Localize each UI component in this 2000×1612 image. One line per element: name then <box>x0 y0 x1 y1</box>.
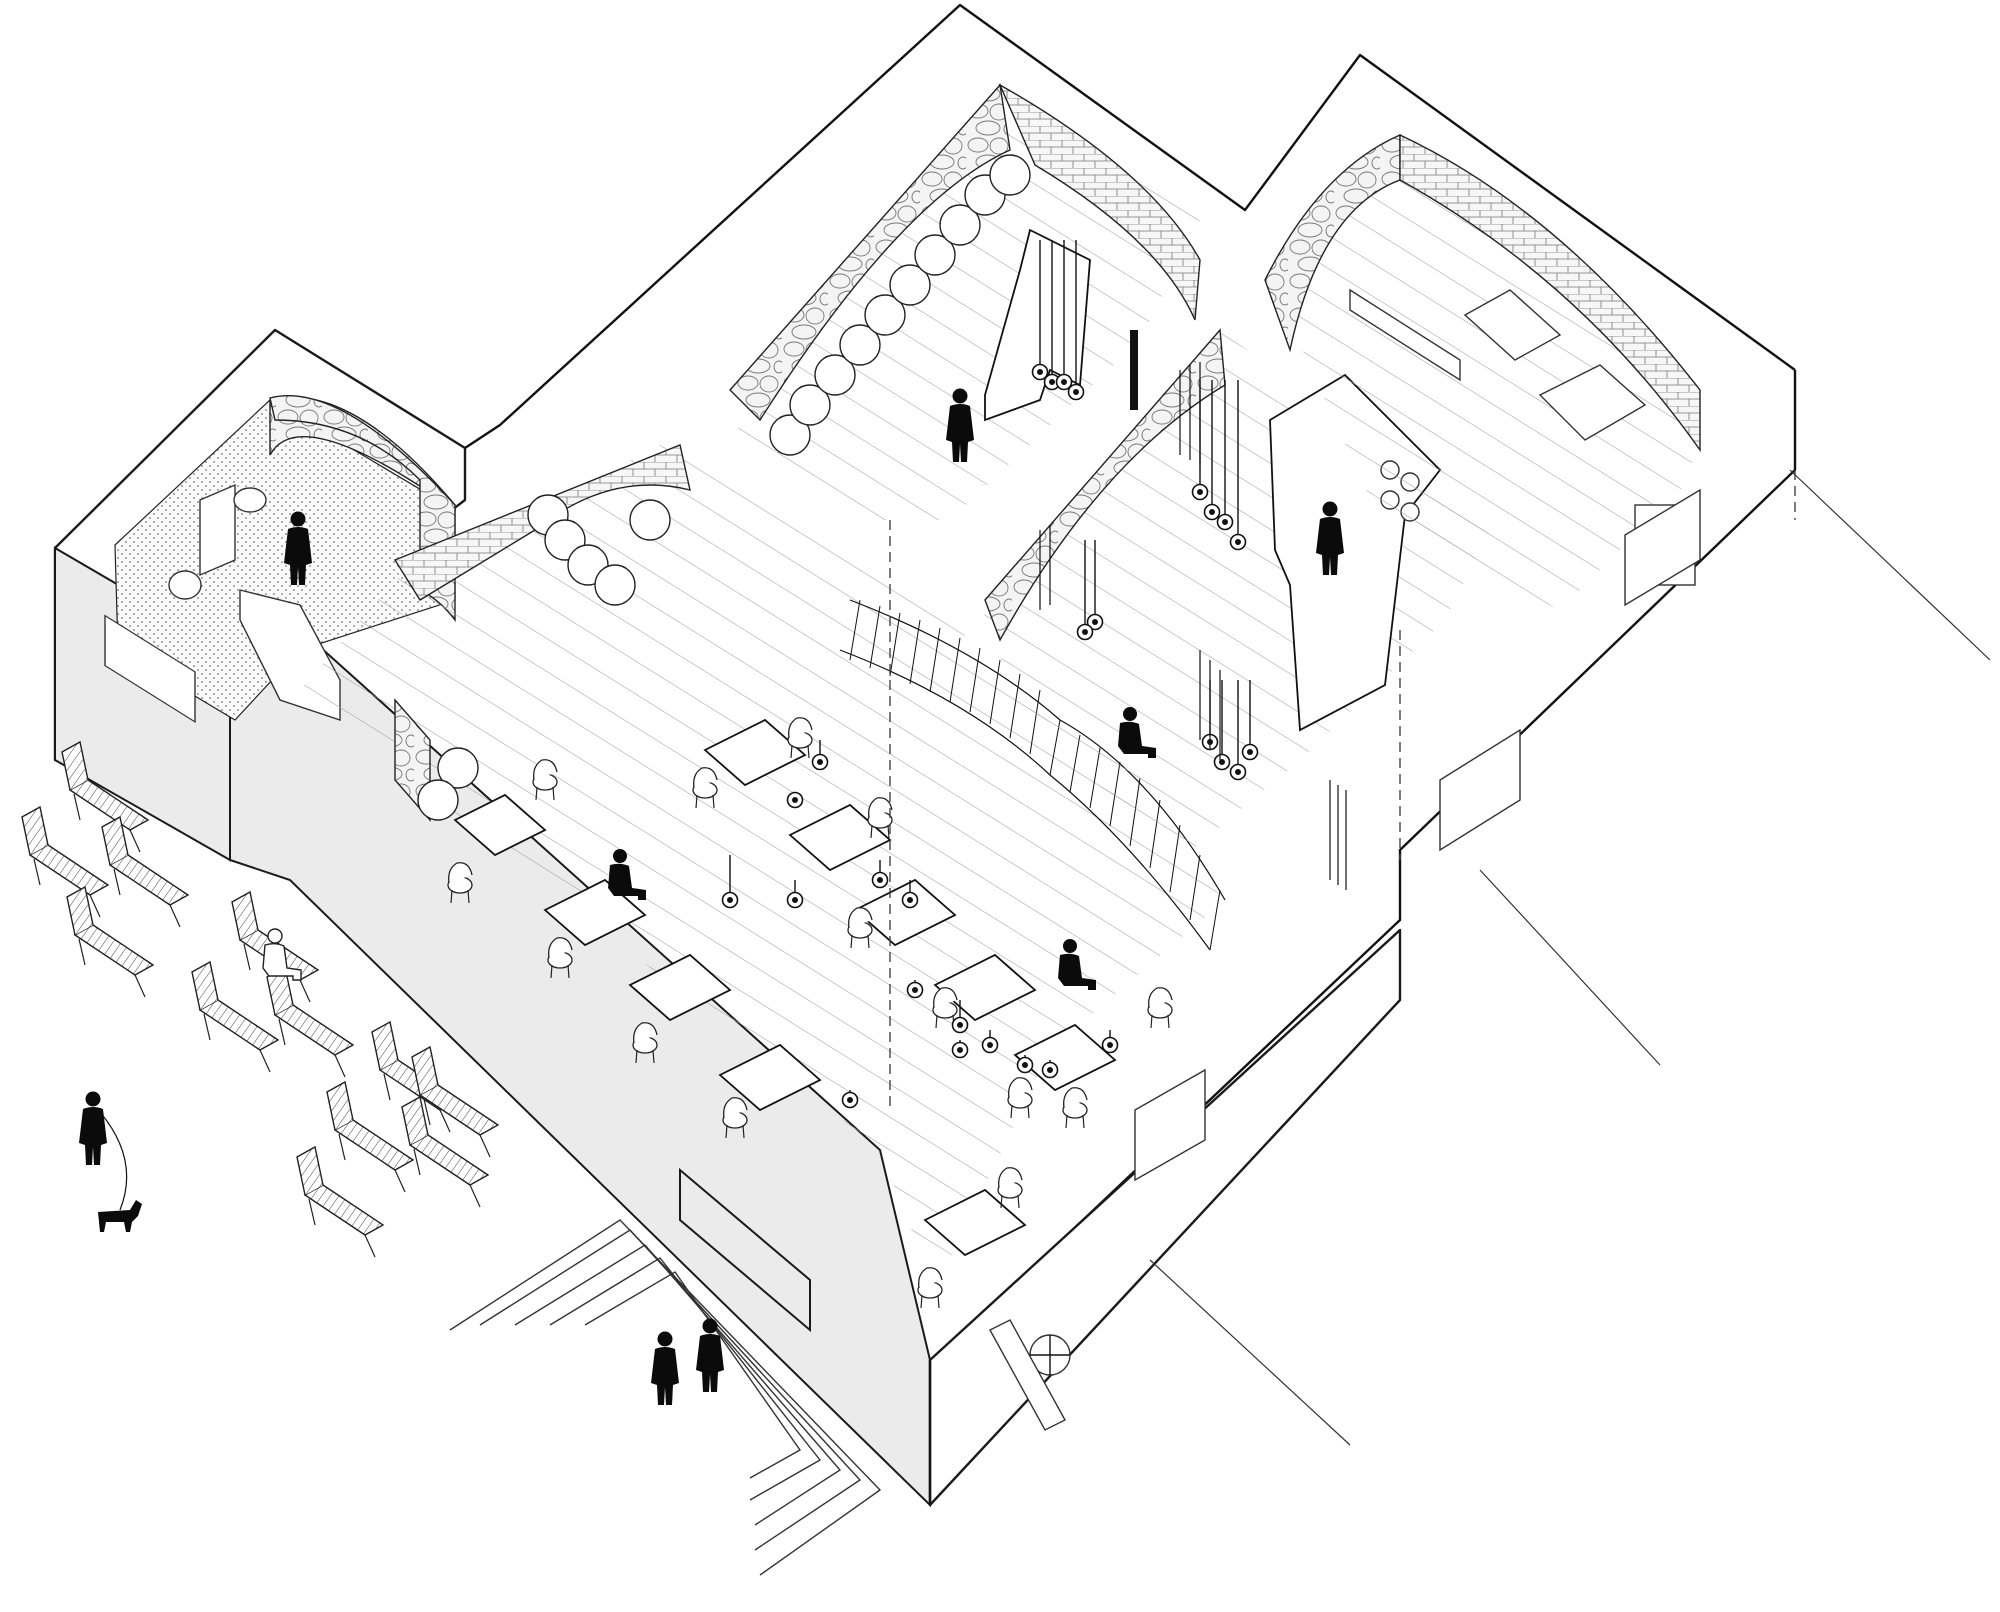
table <box>718 1043 822 1112</box>
roof-outline <box>464 3 1796 450</box>
table <box>923 1188 1027 1257</box>
table <box>453 793 547 857</box>
window <box>1134 1068 1206 1182</box>
kitchen-stove <box>1463 289 1562 361</box>
table <box>1013 1023 1117 1092</box>
dining-floor <box>300 440 1225 1290</box>
bar-stone-vault <box>729 83 1011 422</box>
table <box>543 878 647 947</box>
dog-icon <box>98 1200 142 1232</box>
dining-hall <box>300 440 1226 1309</box>
entrance-steps <box>449 1167 882 1576</box>
table <box>628 953 732 1022</box>
right-facade-top <box>934 370 1797 1361</box>
bar-globes <box>769 154 1031 456</box>
kitchen-counter <box>1349 288 1461 382</box>
table <box>853 878 957 947</box>
bar-room <box>729 83 1201 520</box>
bar-pendants <box>1031 240 1085 401</box>
restroom-window <box>104 614 196 723</box>
kitchen-floor <box>1275 140 1700 610</box>
table <box>703 718 807 787</box>
dog-walker <box>79 1091 142 1232</box>
bar-brick-wall <box>998 83 1201 321</box>
kitchen-sink <box>1538 364 1647 441</box>
projection-lines <box>889 469 1991 1446</box>
bar-divider <box>1130 330 1138 410</box>
toilet-icon <box>168 570 202 600</box>
entering-couple <box>651 1318 724 1405</box>
pendant-lamps <box>721 740 1119 1109</box>
restroom-partition <box>199 483 236 577</box>
sink-icon <box>233 487 267 513</box>
facade-windows <box>1134 488 1701 1182</box>
entrance-door <box>679 1167 811 1333</box>
wall-globes <box>417 494 671 821</box>
dining-tables <box>453 718 1117 1257</box>
back-kitchen <box>1264 133 1701 610</box>
kitchen-brick-wall <box>1399 133 1701 453</box>
hanging-sign <box>989 1319 1071 1431</box>
sign-bracket <box>989 1319 1066 1431</box>
window <box>1439 728 1521 852</box>
window <box>1624 488 1701 607</box>
island-screens <box>1039 362 1347 890</box>
